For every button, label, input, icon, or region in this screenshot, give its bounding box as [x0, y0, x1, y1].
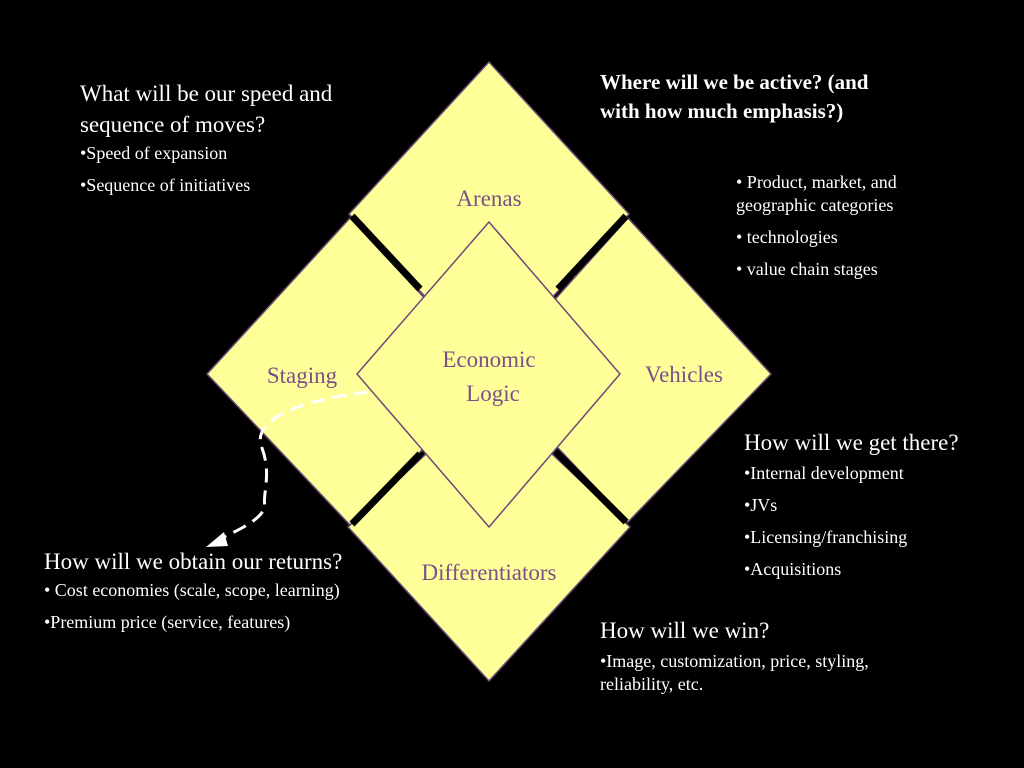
- list-item: •Licensing/franchising: [744, 527, 908, 547]
- arenas-bullets-block: • Product, market, and geographic catego…: [736, 171, 976, 290]
- differentiators-bullet-list: •Image, customization, price, styling, r…: [600, 650, 890, 696]
- vehicles-description: How will we get there? •Internal develop…: [744, 427, 1019, 590]
- vehicles-label: Vehicles: [645, 362, 723, 387]
- economic-logic-diamond: [356, 220, 621, 529]
- arrow-head-icon: [206, 532, 228, 547]
- gap-line: [555, 213, 629, 292]
- differentiators-label: Differentiators: [422, 560, 557, 585]
- list-item: •Acquisitions: [744, 559, 842, 579]
- list-item: •Sequence of initiatives: [80, 175, 251, 195]
- list-item: • Product, market, and geographic catego…: [736, 172, 897, 215]
- list-item: •Internal development: [744, 463, 904, 483]
- staging-bullet-list: •Speed of expansion •Sequence of initiat…: [80, 142, 355, 197]
- list-item: • value chain stages: [736, 259, 878, 279]
- staging-label: Staging: [267, 363, 338, 388]
- economic-logic-label-line1: Economic: [442, 347, 535, 372]
- dashed-arrow-path: [215, 390, 369, 543]
- differentiators-question: How will we win?: [600, 618, 770, 643]
- vehicles-question: How will we get there?: [744, 430, 959, 455]
- staging-question: What will be our speed and sequence of m…: [80, 81, 333, 137]
- arenas-bullet-list: • Product, market, and geographic catego…: [736, 171, 976, 281]
- arenas-question-line2: with how much emphasis?): [600, 99, 844, 123]
- gap-line: [349, 451, 423, 527]
- differentiators-description: How will we win? •Image, customization, …: [600, 615, 890, 705]
- vehicles-bullet-list: •Internal development •JVs •Licensing/fr…: [744, 462, 1019, 581]
- economic-question: How will we obtain our returns?: [44, 549, 343, 574]
- economic-bullet-list: • Cost economies (scale, scope, learning…: [44, 579, 344, 634]
- arenas-question-line1: Where will we be active? (and: [600, 70, 869, 94]
- list-item: •Premium price (service, features): [44, 612, 291, 632]
- list-item: •Speed of expansion: [80, 143, 228, 163]
- economic-logic-label-line2: Logic: [466, 381, 520, 406]
- gap-line: [555, 451, 629, 525]
- arenas-question-block: Where will we be active? (and with how m…: [600, 68, 1000, 132]
- arenas-label: Arenas: [456, 186, 521, 211]
- gap-line: [349, 213, 423, 292]
- economic-logic-description: How will we obtain our returns? • Cost e…: [44, 546, 344, 643]
- list-item: •JVs: [744, 495, 778, 515]
- staging-description: What will be our speed and sequence of m…: [80, 78, 355, 206]
- list-item: • Cost economies (scale, scope, learning…: [44, 580, 340, 600]
- list-item: •Image, customization, price, styling, r…: [600, 651, 869, 694]
- list-item: • technologies: [736, 227, 838, 247]
